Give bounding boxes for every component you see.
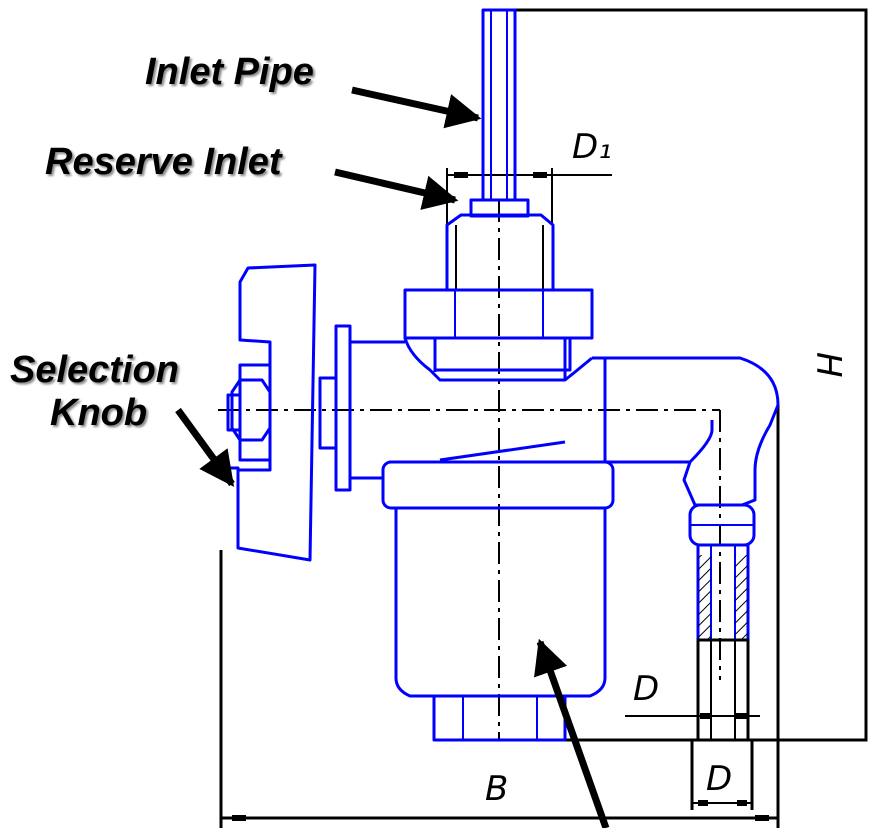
label-inlet-pipe: Inlet Pipe xyxy=(145,51,314,93)
outlet-pipe xyxy=(696,638,750,742)
label-knob: Knob xyxy=(50,392,148,434)
part-outline xyxy=(222,8,780,742)
dimension-ticks xyxy=(232,172,769,821)
label-reserve-inlet: Reserve Inlet xyxy=(45,141,282,183)
thread-hatching xyxy=(698,555,748,640)
centerlines xyxy=(218,200,721,740)
label-selection: Selection xyxy=(10,349,179,391)
callout-arrows xyxy=(175,86,610,830)
dimension-frame xyxy=(219,8,868,828)
dim-h: H xyxy=(808,352,848,378)
dim-b: B xyxy=(485,769,508,809)
dim-d-bottom: D xyxy=(706,759,732,799)
dim-d1: D₁ xyxy=(572,127,612,167)
dim-d-mid: D xyxy=(633,669,659,709)
